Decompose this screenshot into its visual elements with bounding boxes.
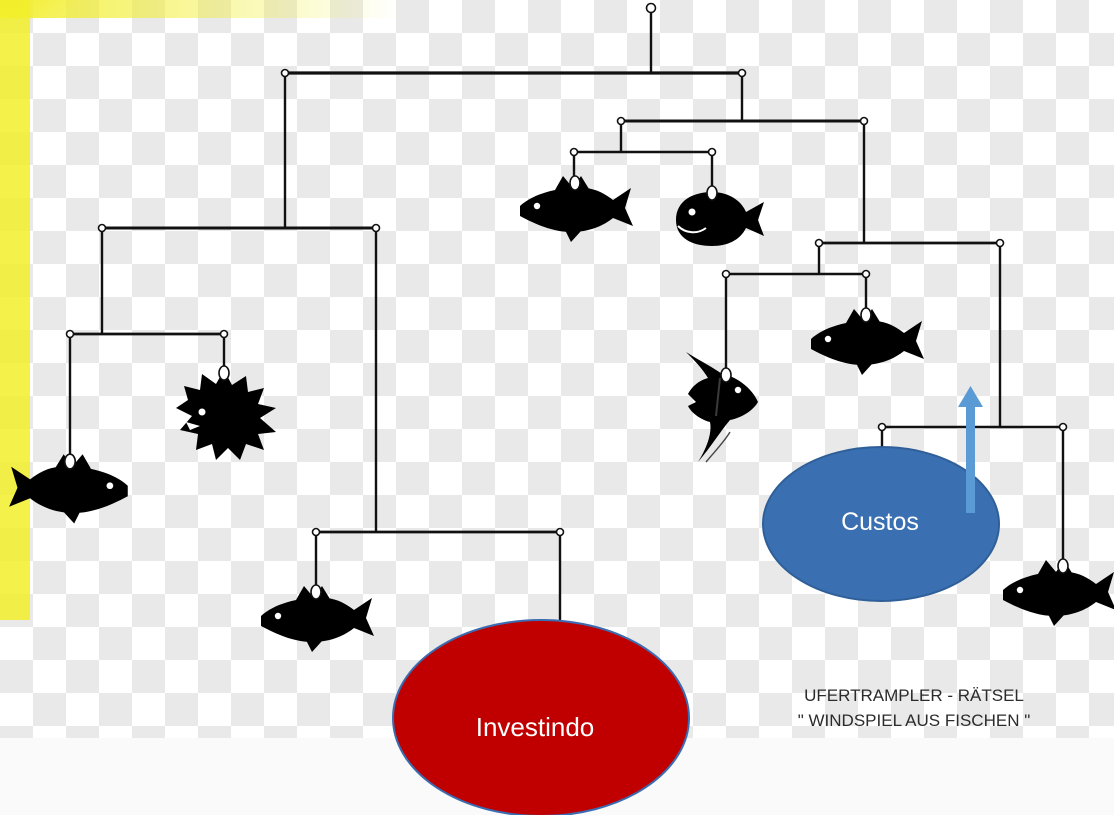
checkerboard-background <box>0 0 1114 740</box>
investindo-bubble <box>392 619 690 815</box>
caption-line-1: UFERTRAMPLER - RÄTSEL <box>804 686 1024 705</box>
mobile-wires <box>68 8 1065 640</box>
puzzle-caption: UFERTRAMPLER - RÄTSEL " WINDSPIEL AUS FI… <box>718 683 1110 733</box>
yellow-corner-glow <box>0 0 120 40</box>
round-fish-icon <box>676 185 764 246</box>
caption-line-2: " WINDSPIEL AUS FISCHEN " <box>797 711 1031 730</box>
yellow-left-accent <box>0 0 30 620</box>
wire-joints <box>65 2 1068 537</box>
up-arrow-icon <box>958 386 983 513</box>
custos-bubble <box>762 446 1000 602</box>
pufferfish-icon <box>176 365 276 460</box>
angelfish-icon <box>686 352 758 463</box>
